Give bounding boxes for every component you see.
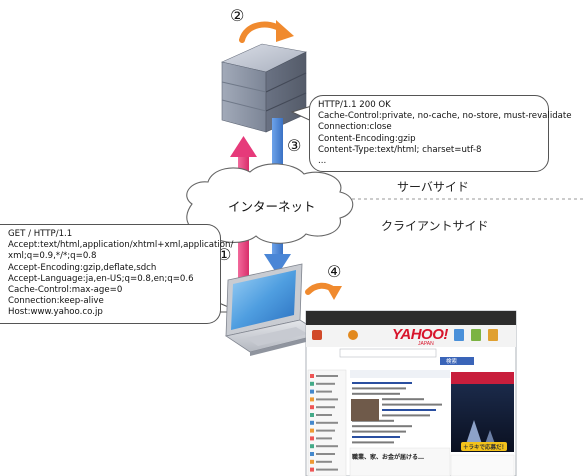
request-line: Accept-Encoding:gzip,deflate,sdch [8,262,157,273]
menu-item-text [316,382,335,385]
response-line: Content-Encoding:gzip [318,133,416,144]
news-item-text [382,409,436,411]
internet-label: インターネット [228,199,316,214]
http-response-bubble: HTTP/1.1 200 OK Cache-Control:private, n… [309,95,572,173]
server-side-label: サーバサイド [397,180,469,194]
menu-item-icon [310,374,314,378]
render-arrow [305,282,342,300]
menu-item-text [316,421,338,424]
yahoo-logo-sub: JAPAN [418,341,434,347]
news-item-text [352,392,400,395]
menu-item-icon [310,405,314,410]
processing-cycle-arrow [239,20,294,43]
request-line: Accept:text/html,application/xhtml+xml,a… [8,240,234,251]
http-request-bubble: GET / HTTP/1.1 Accept:text/html,applicat… [0,224,234,324]
news-item-text [352,441,394,444]
menu-item-text [316,429,335,432]
menu-item-icon [310,467,314,472]
menu-item-text [316,390,332,393]
request-line: Connection:keep-alive [8,296,104,307]
request-line: Cache-Control:max-age=0 [8,284,123,295]
menu-item-icon [310,397,314,402]
news-item-text [352,387,406,390]
news-item-text [352,425,412,428]
menu-item-icon [310,444,314,449]
menu-item-text [316,414,332,416]
request-line: xml;q=0.9,*/*;q=0.8 [8,251,97,262]
banner-button-label: ＋ラキで応募だ！ [463,445,508,451]
menu-item-icon [310,452,314,456]
menu-item-icon [310,381,314,386]
menu-item-text [316,398,338,401]
step-3-label: ③ [287,136,302,155]
menu-item-text [316,460,332,463]
menu-item-icon [310,420,314,425]
search-button-label: 検索 [446,359,458,365]
menu-item-icon [310,389,314,394]
menu-item-icon [310,428,314,433]
news-item-text [382,403,442,406]
news-item-text [352,436,400,438]
menu-item-icon [310,413,314,417]
internet-cloud [186,163,354,244]
step-2-label: ② [230,6,245,25]
menu-item-text [316,445,338,448]
response-line: Content-Type:text/html; charset=utf-8 [318,144,482,155]
yahoo-logo: YAHOO! [392,326,448,343]
response-line: Connection:close [318,122,392,133]
news-headline: 職業、家、お金が届ける… [352,454,425,461]
step-4-label: ④ [327,262,342,281]
news-item-text [382,398,424,401]
response-line: Cache-Control:private, no-cache, no-stor… [318,111,572,122]
menu-item-text [316,375,338,377]
client-side-label: クライアントサイド [381,219,489,233]
request-line: Host:www.yahoo.co.jp [8,307,103,318]
menu-item-text [316,453,335,455]
menu-item-icon [310,459,314,464]
response-line: ... [318,155,327,166]
menu-item-icon [310,436,314,441]
laptop-icon [224,263,324,356]
yahoo-webpage-screenshot [305,310,517,476]
server-icon [221,43,307,133]
request-line: Accept-Language:ja,en-US;q=0.8,en;q=0.6 [8,273,194,284]
menu-item-text [316,437,332,440]
menu-item-text [316,468,338,471]
news-item-text [382,414,430,417]
menu-item-text [316,406,335,409]
news-item-text [352,382,412,384]
news-item-text [352,430,406,433]
request-line: GET / HTTP/1.1 [8,229,73,239]
response-line: HTTP/1.1 200 OK [318,100,391,110]
